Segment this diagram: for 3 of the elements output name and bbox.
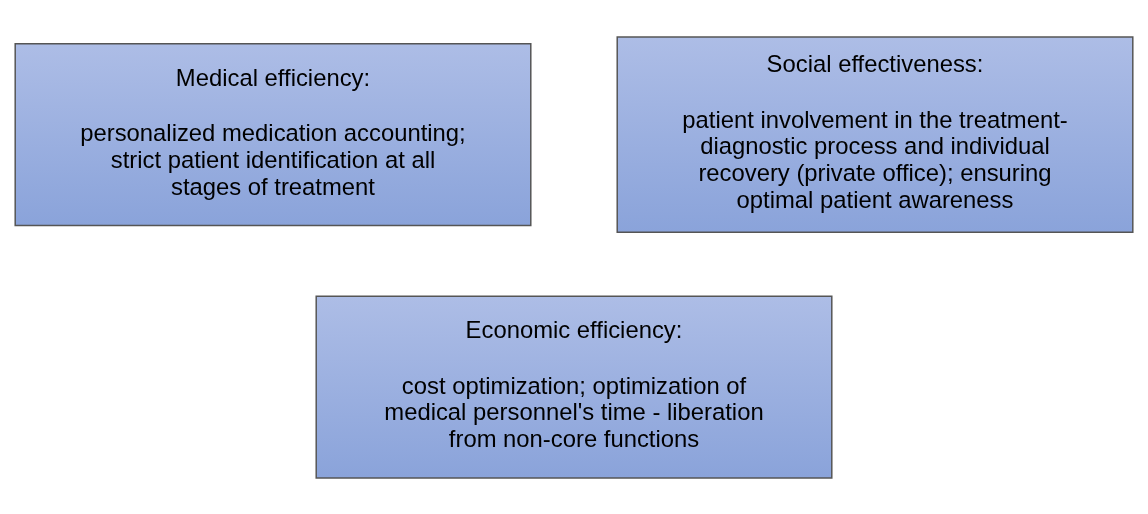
node-box: Social effectiveness: patient involvement in the treatment-diagnostic process and individual recovery (private office); ensuring optimal patient awareness [616, 35, 1134, 233]
node-box: Economic efficiency: cost optimization; optimization of medical personnel's time - liberation from non-core functions [315, 295, 833, 479]
node-box: Medical efficiency: personalized medication accounting; strict patient identification at all stages of treatment [14, 42, 532, 226]
